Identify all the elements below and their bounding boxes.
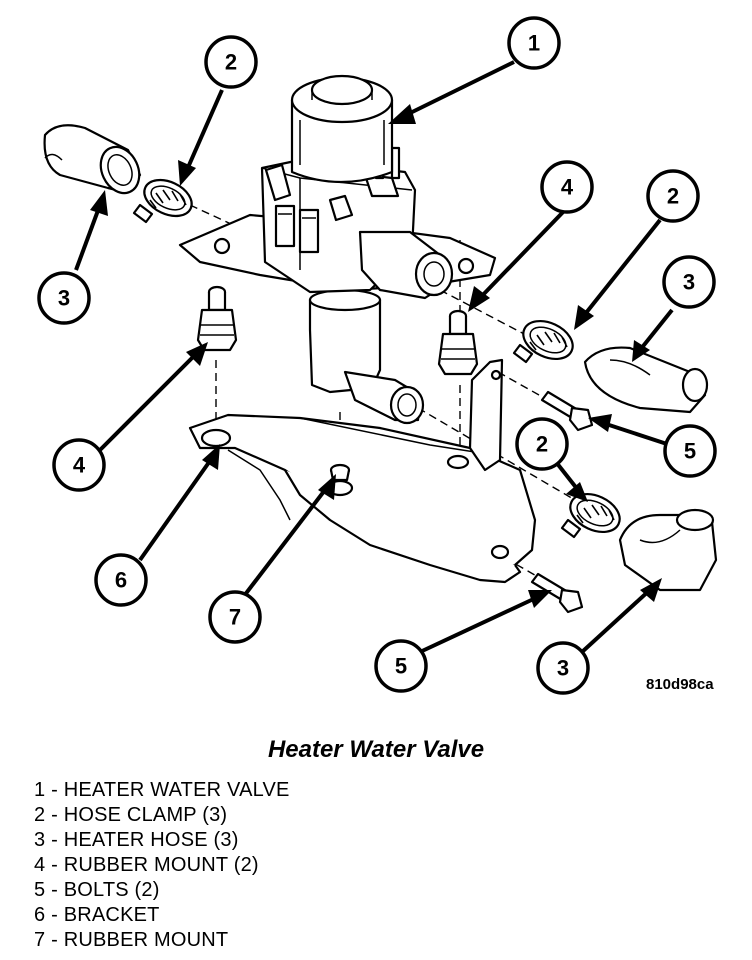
svg-text:4: 4 (73, 453, 86, 478)
svg-text:7: 7 (229, 605, 241, 630)
svg-text:2: 2 (667, 184, 679, 209)
legend-item: 6 - BRACKET (34, 904, 160, 926)
callout-3-left: 3 (37, 271, 91, 325)
exploded-view-diagram: 1 2 2 2 3 3 3 4 4 5 5 6 (37, 16, 718, 695)
callout-2-upper-right: 2 (646, 169, 700, 223)
hose-clamp-lower-right (560, 492, 621, 539)
svg-text:3: 3 (683, 270, 695, 295)
bracket (188, 358, 537, 584)
svg-text:2: 2 (536, 432, 548, 457)
hose-clamp-upper-right (512, 319, 574, 364)
legend-item: 5 - BOLTS (2) (34, 879, 160, 901)
heater-water-valve (178, 74, 497, 425)
legend-item: 4 - RUBBER MOUNT (2) (34, 854, 259, 876)
svg-text:4: 4 (561, 175, 574, 200)
callout-3-lower-right: 3 (536, 641, 590, 695)
callout-2-upper-left: 2 (204, 35, 258, 89)
callout-7: 7 (208, 590, 262, 644)
svg-text:5: 5 (395, 654, 407, 679)
bolt-upper (540, 390, 594, 432)
svg-text:6: 6 (115, 568, 127, 593)
callout-5-lower: 5 (374, 639, 428, 693)
callout-5-upper: 5 (663, 424, 717, 478)
svg-text:1: 1 (528, 31, 540, 56)
legend-item: 7 - RUBBER MOUNT (34, 929, 229, 951)
legend-item: 2 - HOSE CLAMP (3) (34, 804, 228, 826)
callout-3-upper-right: 3 (662, 255, 716, 309)
figure-code: 810d98ca (646, 676, 714, 693)
rubber-mount-right (437, 309, 479, 376)
callout-2-lower-right: 2 (515, 417, 569, 471)
callout-1: 1 (507, 16, 561, 70)
hose-clamp-left (132, 178, 193, 224)
svg-text:3: 3 (58, 286, 70, 311)
callout-6: 6 (94, 553, 148, 607)
parts-legend: 1 - HEATER WATER VALVE 2 - HOSE CLAMP (3… (34, 778, 290, 953)
callout-4-right: 4 (540, 160, 594, 214)
legend-item: 1 - HEATER WATER VALVE (34, 779, 290, 801)
heater-hose-upper-right (583, 346, 709, 414)
svg-text:2: 2 (225, 50, 237, 75)
callout-4-left: 4 (52, 438, 106, 492)
svg-text:5: 5 (684, 439, 696, 464)
heater-hose-lower-right (618, 508, 718, 592)
svg-text:3: 3 (557, 656, 569, 681)
heater-hose-upper-left (43, 124, 142, 195)
figure-title: Heater Water Valve (267, 736, 485, 763)
rubber-mount-left (196, 285, 238, 352)
bolt-lower (530, 572, 584, 614)
legend-item: 3 - HEATER HOSE (3) (34, 829, 239, 851)
callout-leaders (74, 60, 674, 654)
